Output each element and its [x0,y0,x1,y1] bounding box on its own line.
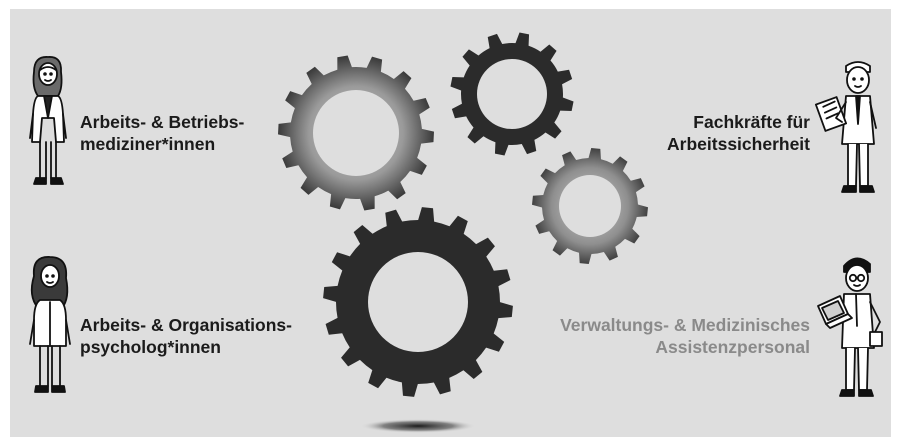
dark-gear-top [450,32,574,156]
male-safety-expert-with-clipboard-figure [814,61,877,193]
role-label-organizational-psychologists: Arbeits- & Organisations- psycholog*inne… [80,314,292,358]
role-label-line: Arbeitssicherheit [667,134,810,154]
gear-shadow [360,419,476,433]
role-label-line: mediziner*innen [80,134,216,154]
role-label-medical-assistant-staff: Verwaltungs- & Medizinisches Assistenzpe… [560,314,810,358]
female-doctor-figure [29,56,67,185]
role-label-line: Verwaltungs- & Medizinisches [560,315,810,335]
female-psychologist-figure [29,256,71,393]
gear-hole [313,90,399,176]
gradient-gear-small [532,148,648,264]
role-label-line: Arbeits- & Betriebs- [80,112,245,132]
male-assistant-with-laptop-figure [817,257,883,397]
role-label-line: Assistenzpersonal [655,337,810,357]
gear-hole [477,59,547,129]
role-label-safety-specialists: Fachkräfte für Arbeitssicherheit [667,111,810,155]
gear-hole [368,252,468,352]
role-label-line: Fachkräfte für [693,112,810,132]
role-label-occupational-physicians: Arbeits- & Betriebs- mediziner*innen [80,111,244,155]
gradient-gear-large [278,55,434,211]
gear-hole [559,175,621,237]
dark-gear-bottom-large [323,207,513,397]
role-label-line: psycholog*innen [80,337,221,357]
role-label-line: Arbeits- & Organisations- [80,315,292,335]
